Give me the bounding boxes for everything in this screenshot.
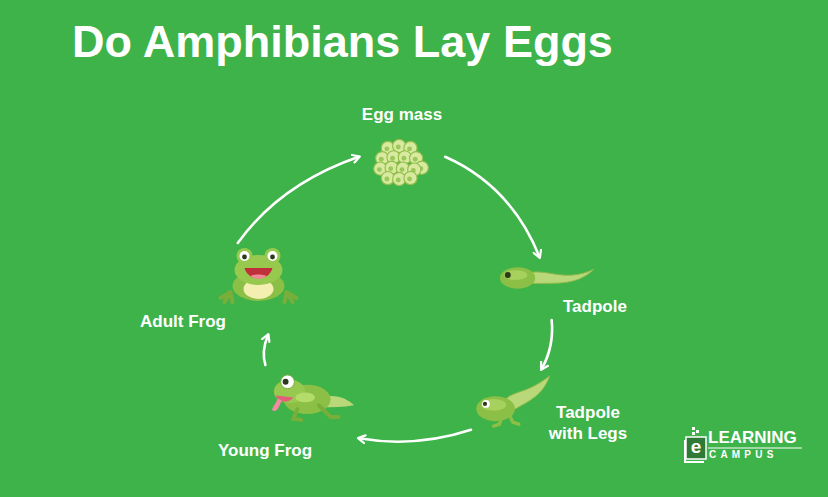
cycle-arrow: [542, 320, 553, 369]
stage-illustration: [369, 138, 435, 188]
logo-letter: e: [687, 436, 705, 458]
stage-label: Adult Frog: [140, 311, 226, 332]
lifecycle-stage: Adult Frog: [137, 243, 305, 335]
stage-label: Young Frog: [218, 440, 312, 461]
stage-label: Tadpole: [563, 296, 627, 317]
cycle-arrow: [445, 157, 539, 257]
stage-illustration: [216, 246, 302, 306]
diagram-title: Do Amphibians Lay Eggs: [72, 14, 613, 70]
cycle-arrow: [264, 335, 268, 365]
lifecycle-stage: Tadpole: [495, 257, 630, 320]
lifecycle-stage: Young Frog: [215, 365, 359, 464]
stage-label: Tadpole with Legs: [540, 402, 636, 444]
stage-illustration: [474, 372, 552, 430]
stage-illustration: [268, 368, 356, 422]
logo-word: LEARNING: [708, 428, 797, 448]
logo-subword: CAMPUS: [709, 449, 778, 461]
stage-illustration: [498, 260, 596, 294]
cycle-arrow: [359, 430, 471, 442]
lifecycle-stage: Tadpole with Legs: [471, 369, 639, 447]
stage-label: Egg mass: [362, 104, 442, 125]
lifecycle-stage: Egg mass: [359, 101, 445, 191]
brand-logo: eLEARNINGCAMPUS: [684, 424, 804, 476]
cycle-arrow: [238, 157, 359, 243]
